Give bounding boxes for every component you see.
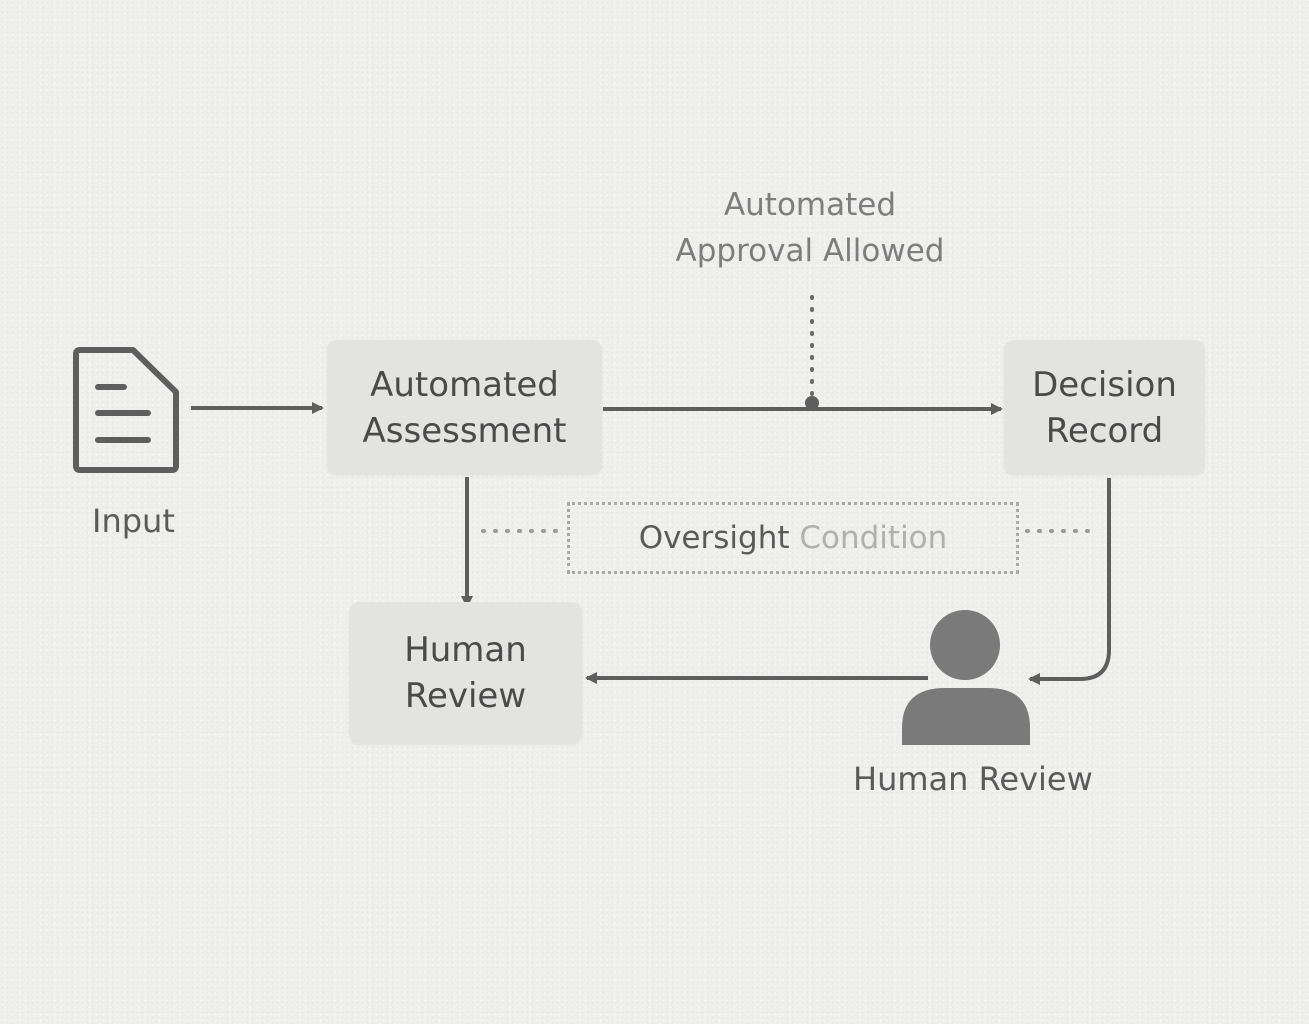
person-icon xyxy=(902,610,1030,745)
decision-record-line1: Decision xyxy=(1032,364,1177,405)
human-review-node: Human Review xyxy=(349,602,582,744)
input-label: Input xyxy=(92,502,175,540)
oversight-condition-word1: Oversight xyxy=(638,520,790,556)
human-reviewer-label: Human Review xyxy=(853,760,1093,798)
human-review-line2: Review xyxy=(404,676,527,716)
automated-assessment-line2: Assessment xyxy=(362,410,567,451)
arrow-decision-to-reviewer xyxy=(1028,478,1111,685)
oversight-condition-box: Oversight Condition xyxy=(567,502,1019,574)
human-review-line1: Human xyxy=(404,630,527,670)
decision-record-line2: Record xyxy=(1045,410,1164,451)
automated-assessment-node: Automated Assessment xyxy=(327,340,602,475)
oversight-condition-word2: Condition xyxy=(799,520,948,556)
automated-approval-annotation: Automated Approval Allowed xyxy=(600,182,1020,274)
approval-annotation-line2: Approval Allowed xyxy=(675,233,945,269)
approval-junction-dot xyxy=(805,396,819,410)
document-icon xyxy=(73,347,179,473)
automated-assessment-line1: Automated xyxy=(370,364,559,405)
approval-annotation-line1: Automated xyxy=(723,187,897,223)
decision-record-node: Decision Record xyxy=(1004,340,1205,475)
